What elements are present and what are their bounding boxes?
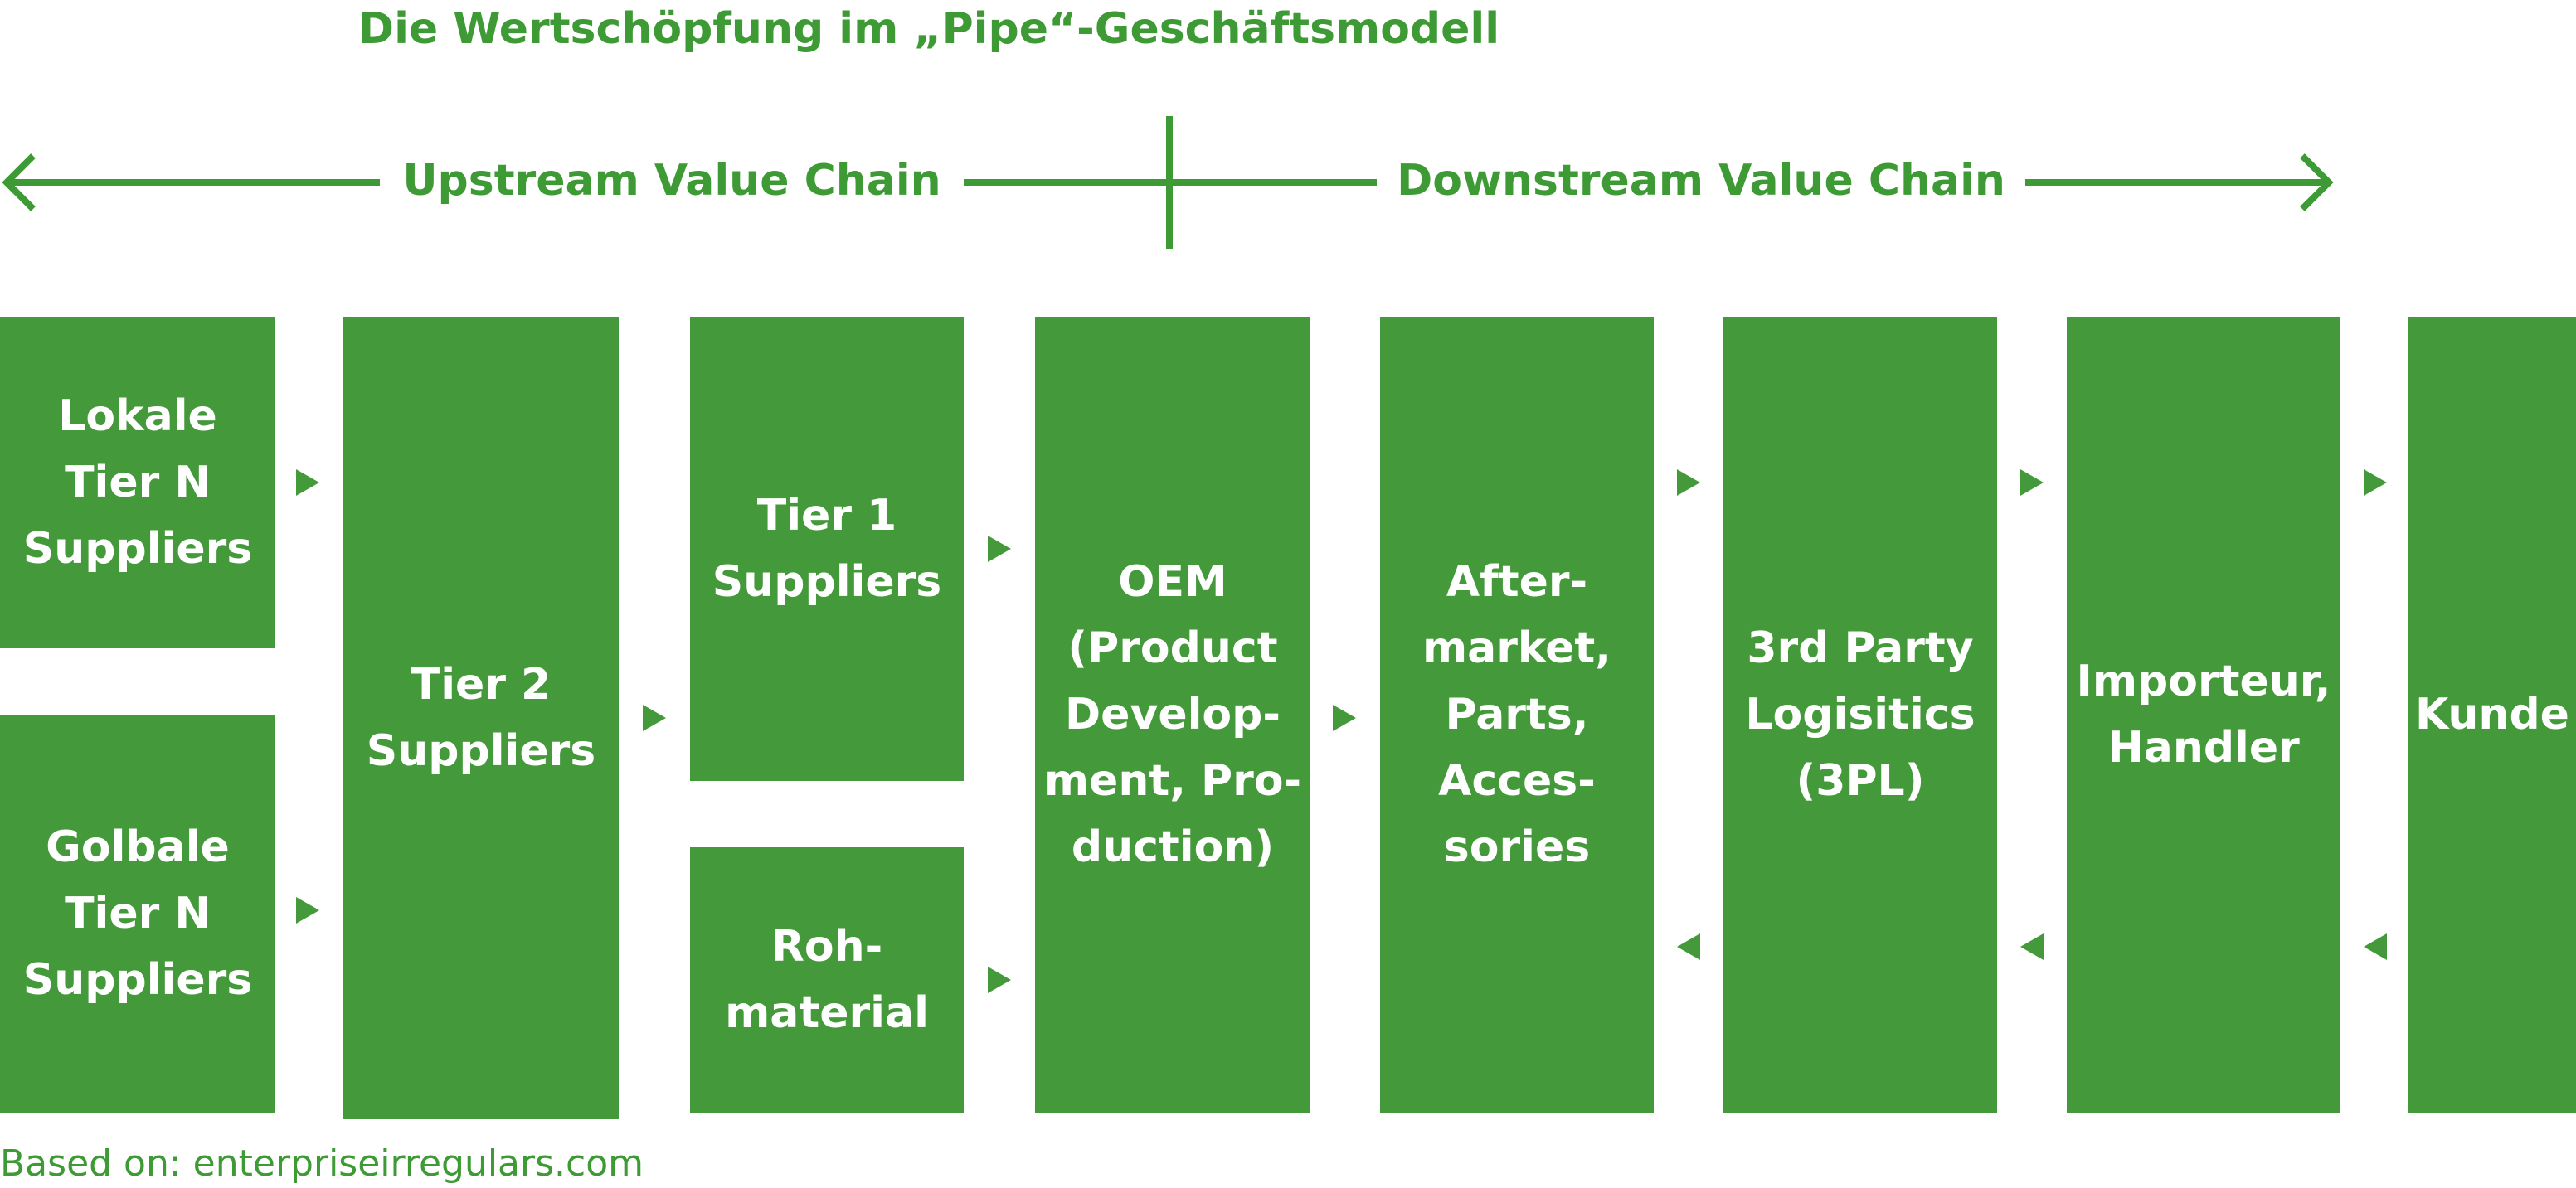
arrow-right-icon — [988, 967, 1011, 993]
arrow-right-icon — [2364, 469, 2387, 496]
box-importeur: Importeur, Handler — [2067, 317, 2340, 1113]
arrow-left-icon — [1677, 933, 1700, 960]
box-tier-1-suppliers: Tier 1 Suppliers — [690, 317, 964, 781]
arrow-left-icon — [2020, 933, 2044, 960]
arrow-right-icon — [2020, 469, 2044, 496]
left-arrowhead-icon — [2, 153, 36, 211]
arrow-right-icon — [296, 469, 319, 496]
upstream-label: Upstream Value Chain — [402, 156, 941, 206]
diagram-title: Die Wertschöpfung im „Pipe“-Geschäftsmod… — [357, 4, 1500, 54]
arrow-right-icon — [296, 897, 319, 924]
arrow-right-icon — [1333, 705, 1356, 731]
box-tier-2-suppliers: Tier 2 Suppliers — [343, 317, 619, 1119]
box-local-tier-n-suppliers: Lokale Tier N Suppliers — [0, 317, 275, 648]
box-aftermarket: After- market, Parts, Acces- sories — [1380, 317, 1654, 1113]
arrow-right-icon — [1677, 469, 1700, 496]
box-global-tier-n-suppliers: Golbale Tier N Suppliers — [0, 715, 275, 1113]
arrow-right-icon — [988, 536, 1011, 562]
right-arrowhead-icon — [2300, 153, 2334, 211]
box-kunde: Kunde — [2408, 317, 2576, 1113]
source-note: Based on: enterpriseirregulars.com — [0, 1142, 644, 1185]
box-raw-material: Roh- material — [690, 847, 964, 1113]
box-oem: OEM (Product Develop- ment, Pro- duction… — [1035, 317, 1310, 1113]
arrow-left-icon — [2364, 933, 2387, 960]
arrow-right-icon — [643, 705, 666, 731]
downstream-label: Downstream Value Chain — [1397, 156, 2005, 206]
box-3pl: 3rd Party Logisitics (3PL) — [1723, 317, 1997, 1113]
value-chain-axis — [2, 116, 2334, 249]
